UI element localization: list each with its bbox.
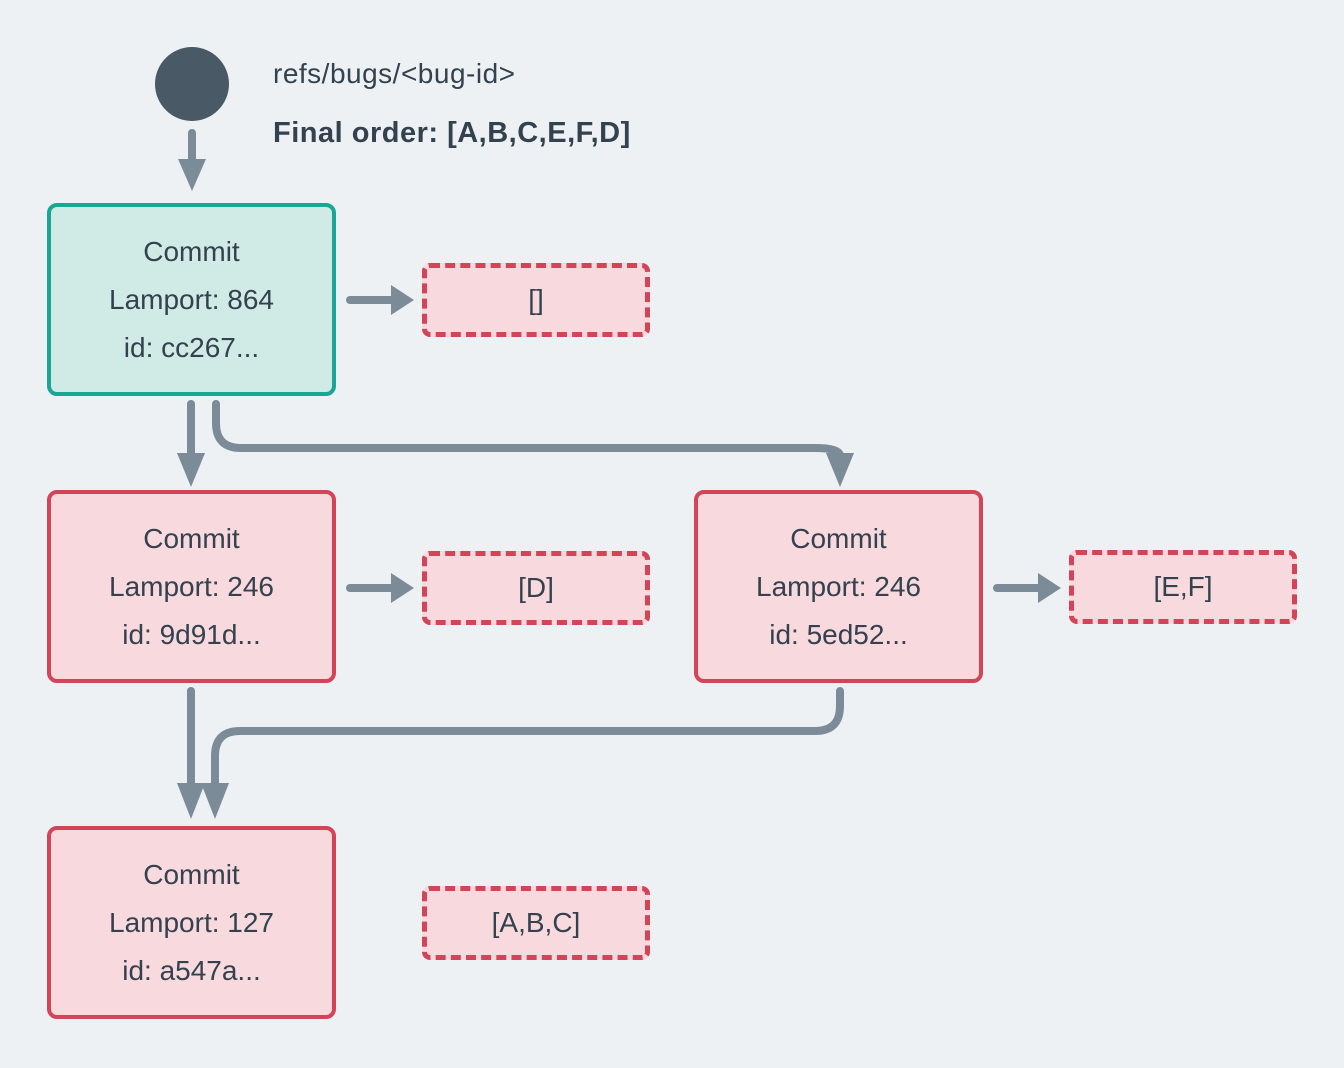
commit-right-title: Commit <box>790 522 887 554</box>
operations-box-merge: [A,B,C] <box>422 886 650 960</box>
commit-box-right: Commit Lamport: 246 id: 5ed52... <box>694 490 983 683</box>
final-order-label: Final order: [A,B,C,E,F,D] <box>273 117 631 149</box>
arrow-ref-to-root <box>178 129 206 191</box>
commit-root-title: Commit <box>143 235 240 267</box>
operations-box-left: [D] <box>422 551 650 625</box>
commit-right-lamport: Lamport: 246 <box>756 570 921 602</box>
commit-left-title: Commit <box>143 522 240 554</box>
operations-right-value: [E,F] <box>1153 571 1213 602</box>
operations-box-right: [E,F] <box>1069 550 1297 624</box>
arrow-root-to-operations <box>346 285 414 315</box>
commit-box-root: Commit Lamport: 864 id: cc267... <box>47 203 336 396</box>
commit-left-id: id: 9d91d... <box>122 618 261 650</box>
commit-left-lamport: Lamport: 246 <box>109 570 274 602</box>
arrow-left-to-merge <box>177 687 205 819</box>
commit-box-left: Commit Lamport: 246 id: 9d91d... <box>47 490 336 683</box>
commit-root-id: id: cc267... <box>123 331 260 363</box>
ref-head-node <box>155 47 229 121</box>
arrow-root-to-right-child <box>212 400 854 487</box>
commit-merge-title: Commit <box>143 858 240 890</box>
ref-label: refs/bugs/<bug-id> <box>273 58 516 89</box>
commit-right-id: id: 5ed52... <box>769 618 908 650</box>
commit-merge-id: id: a547a... <box>122 954 261 986</box>
arrow-root-to-left-child <box>177 400 205 487</box>
commit-box-merge: Commit Lamport: 127 id: a547a... <box>47 826 336 1019</box>
operations-box-root: [] <box>422 263 650 337</box>
commit-root-lamport: Lamport: 864 <box>109 283 274 315</box>
operations-left-value: [D] <box>518 572 554 603</box>
arrow-left-to-operations <box>346 573 414 603</box>
commit-merge-lamport: Lamport: 127 <box>109 906 274 938</box>
operations-root-value: [] <box>528 284 544 315</box>
arrow-right-to-operations <box>993 573 1061 603</box>
arrow-right-to-merge <box>201 687 844 819</box>
operations-merge-value: [A,B,C] <box>491 907 581 938</box>
